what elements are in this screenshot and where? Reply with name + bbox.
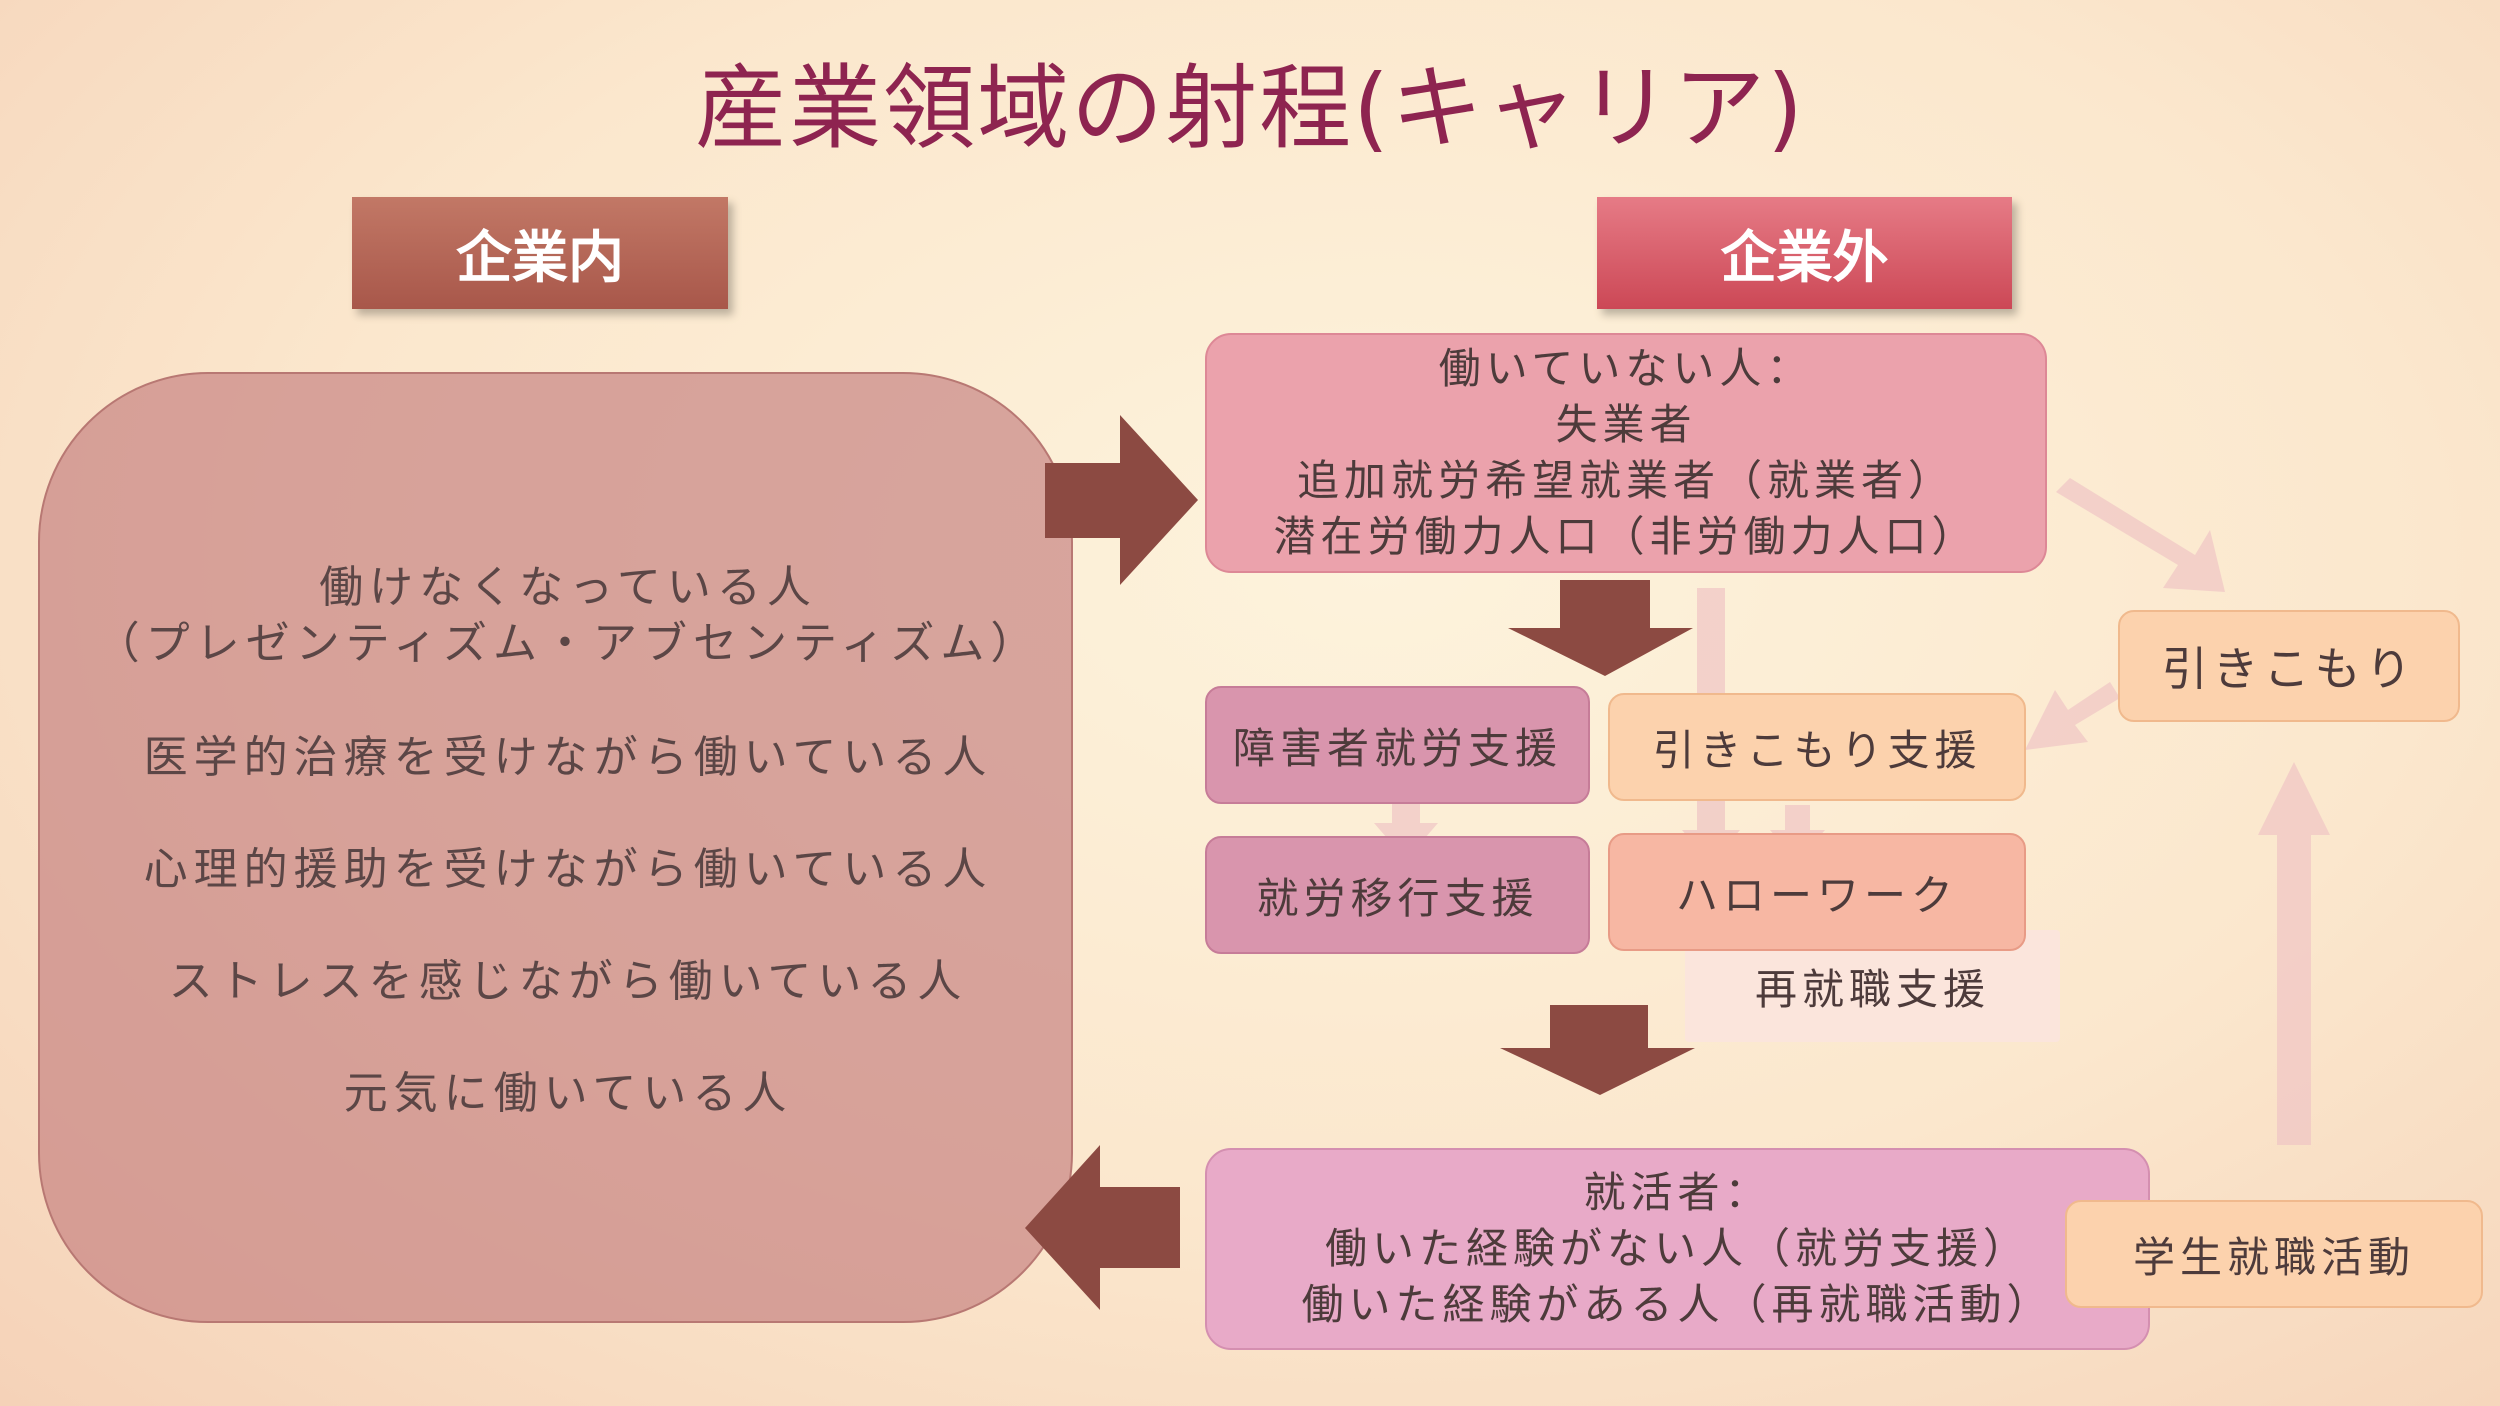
faint-arrow-to-hikikomori [2056, 478, 2225, 592]
not-working-box: 働いていない人： 失業者 追加就労希望就業者（就業者） 潜在労働力人口（非労働力… [1205, 333, 2047, 573]
not-working-line: 失業者 [1555, 400, 1697, 449]
job-seekers-line: 働いた経験がある人（再就職活動） [1301, 1280, 2054, 1329]
hikikomori-support-box: 引きこもり支援 [1608, 693, 2026, 801]
job-seekers-line: 就活者： [1583, 1168, 1772, 1217]
inside-line: （プレゼンティズム・アブセンティズム） [95, 618, 1041, 669]
outside-company-header: 企業外 [1597, 197, 2012, 309]
not-working-line: 潜在労働力人口（非労働力人口） [1273, 512, 1979, 561]
faint-arrow-to-hikikomori-support [2025, 682, 2120, 750]
page-title: 産業領域の射程(キャリア) [695, 54, 1805, 162]
arrow-right-to-not-working [1045, 415, 1198, 585]
arrow-left-to-inside [1025, 1145, 1180, 1310]
job-seekers-line: 働いた経験がない人（就労支援） [1324, 1224, 2030, 1273]
inside-company-box [38, 372, 1073, 1323]
faint-arrow-down-disability [1374, 800, 1438, 860]
inside-company-list: 働けなくなっている人 （プレゼンティズム・アブセンティズム） 医学的治療を受けな… [38, 560, 1098, 1122]
arrow-down-to-job-seekers [1500, 1005, 1695, 1095]
not-working-line: 働いていない人： [1438, 344, 1814, 393]
student-job-hunting-box: 学生就職活動 [2065, 1200, 2483, 1308]
not-working-line: 追加就労希望就業者（就業者） [1296, 456, 1955, 505]
transition-support-box: 就労移行支援 [1205, 836, 1590, 954]
inside-company-header: 企業内 [352, 197, 728, 309]
inside-line: 心理的援助を受けながら働いている人 [143, 844, 993, 895]
inside-line: 働けなくなっている人 [319, 562, 817, 613]
inside-line: 医学的治療を受けながら働いている人 [143, 732, 993, 783]
arrow-down-to-support [1508, 580, 1693, 676]
disability-support-box: 障害者就労支援 [1205, 686, 1590, 804]
hikikomori-box: 引きこもり [2118, 610, 2460, 722]
hello-work-box: ハローワーク [1608, 833, 2026, 951]
inside-line: 元気に働いている人 [343, 1068, 793, 1119]
inside-line: ストレスを感じながら働いている人 [168, 956, 968, 1007]
faint-arrow-up-hikikomori [2258, 762, 2330, 1145]
job-seekers-box: 就活者： 働いた経験がない人（就労支援） 働いた経験がある人（再就職活動） [1205, 1148, 2150, 1350]
